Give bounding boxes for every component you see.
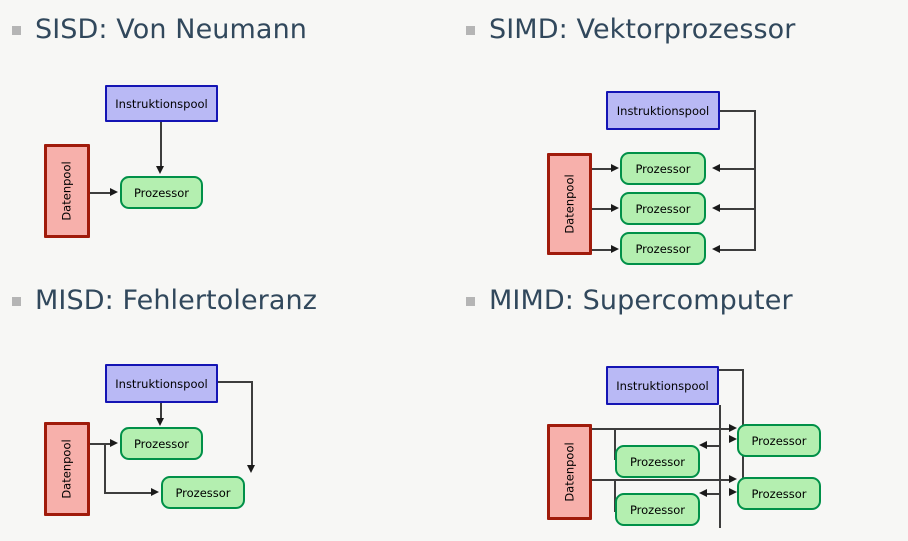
heading-mimd-label: MIMD: Supercomputer	[489, 285, 793, 316]
arrowhead-instr-to-right-proc-2	[729, 488, 737, 496]
quadrant-misd: MISD: Fehlertoleranz Instruktionspool Da…	[0, 271, 454, 541]
processor-label: Prozessor	[635, 241, 691, 256]
quadrant-mimd: MIMD: Supercomputer	[454, 271, 908, 541]
connector-instr-to-proc-3	[720, 249, 756, 251]
connector-instr-to-proc-1	[720, 168, 756, 170]
connector-instr-to-left-proc-2	[706, 493, 720, 495]
instruction-pool-box[interactable]: Instruktionspool	[105, 364, 218, 403]
connector-instr-to-proc-1	[160, 403, 162, 419]
arrowhead-instr-to-proc-2	[247, 465, 255, 473]
connector-instr-bus-top	[720, 110, 756, 112]
heading-sisd: SISD: Von Neumann	[12, 16, 307, 43]
quadrant-simd: SIMD: Vektorprozessor Instruktionspool	[454, 0, 908, 270]
instruction-pool-box[interactable]: Instruktionspool	[105, 85, 218, 122]
arrowhead-instr-to-proc-1	[712, 164, 720, 172]
bullet-square-icon	[466, 26, 475, 35]
arrowhead-data-to-proc-1	[611, 164, 619, 172]
heading-misd-label: MISD: Fehlertoleranz	[35, 285, 318, 316]
quadrant-sisd: SISD: Von Neumann Instruktionspool Daten…	[0, 0, 454, 270]
instruction-pool-label: Instruktionspool	[115, 376, 208, 391]
processor-label: Prozessor	[635, 161, 691, 176]
instruction-pool-label: Instruktionspool	[115, 96, 208, 111]
instruction-pool-box[interactable]: Instruktionspool	[606, 366, 719, 405]
connector-instr-to-proc-2	[720, 208, 756, 210]
connector-data-branch-bottom	[614, 479, 616, 511]
connector-instr-to-left-proc-1	[706, 445, 720, 447]
connector-data-to-proc	[90, 192, 112, 194]
diagram-simd: Instruktionspool Datenpool Prozessor Pro…	[454, 0, 908, 270]
processor-box-1[interactable]: Prozessor	[120, 427, 203, 460]
processor-label: Prozessor	[629, 454, 686, 469]
connector-data-bus-bottom	[592, 479, 730, 481]
connector-data-bus-top	[592, 428, 730, 430]
arrowhead-instr-to-right-proc-1	[729, 435, 737, 443]
diagram-mimd: Instruktionspool Datenpool Prozessor Pro…	[454, 271, 908, 541]
heading-mimd: MIMD: Supercomputer	[466, 287, 793, 314]
arrowhead-data-to-proc-2	[611, 204, 619, 212]
heading-misd: MISD: Fehlertoleranz	[12, 287, 317, 314]
processor-label: Prozessor	[133, 436, 190, 451]
processor-box-left-2[interactable]: Prozessor	[615, 493, 700, 526]
connector-instr-to-proc	[160, 122, 162, 168]
diagram-misd: Instruktionspool Datenpool Prozessor Pro…	[0, 271, 454, 541]
processor-label: Prozessor	[635, 201, 691, 216]
data-pool-box[interactable]: Datenpool	[547, 153, 592, 255]
bullet-square-icon	[466, 297, 475, 306]
arrowhead-data-to-proc-2	[151, 488, 159, 496]
processor-label: Prozessor	[133, 185, 190, 200]
diagram-sisd: Instruktionspool Datenpool Prozessor	[0, 0, 454, 270]
heading-simd-label: SIMD: Vektorprozessor	[489, 14, 796, 45]
processor-box-2[interactable]: Prozessor	[620, 192, 706, 225]
arrowhead-data-to-proc-1	[110, 439, 118, 447]
connector-instr-bus-vertical	[754, 110, 756, 250]
connector-data-branch-top	[614, 428, 616, 459]
connector-data-to-proc-1	[591, 168, 613, 170]
connector-data-to-proc-2	[591, 208, 613, 210]
arrowhead-instr-to-proc-2	[712, 204, 720, 212]
data-pool-box[interactable]: Datenpool	[44, 144, 90, 238]
processor-box-3[interactable]: Prozessor	[620, 232, 706, 265]
arrowhead-data-to-right-proc-2	[729, 475, 737, 483]
connector-data-to-proc-2	[104, 492, 153, 494]
data-pool-box[interactable]: Datenpool	[44, 422, 90, 516]
heading-simd: SIMD: Vektorprozessor	[466, 16, 796, 43]
arrowhead-data-to-right-proc-1	[729, 424, 737, 432]
processor-box-right-2[interactable]: Prozessor	[737, 477, 821, 510]
connector-instr-bus-a-top	[719, 369, 743, 371]
arrowhead-instr-to-proc-3	[712, 245, 720, 253]
arrowhead-data-to-proc	[110, 188, 118, 196]
arrowhead-instr-to-proc-1	[156, 418, 164, 426]
processor-label: Prozessor	[751, 433, 807, 448]
heading-sisd-label: SISD: Von Neumann	[35, 14, 307, 45]
connector-data-to-proc-3	[591, 249, 613, 251]
arrowhead-instr-to-proc	[156, 166, 164, 174]
connector-instr-bus-b-vertical	[719, 405, 721, 528]
data-pool-label: Datenpool	[562, 442, 577, 502]
processor-box-left-1[interactable]: Prozessor	[615, 445, 700, 478]
processor-label: Prozessor	[751, 486, 807, 501]
data-pool-label: Datenpool	[562, 174, 577, 234]
instruction-pool-box[interactable]: Instruktionspool	[606, 91, 720, 130]
arrowhead-data-to-proc-3	[611, 245, 619, 253]
processor-box-2[interactable]: Prozessor	[161, 476, 245, 509]
arrowhead-instr-to-left-proc-2	[699, 489, 707, 497]
processor-box-right-1[interactable]: Prozessor	[737, 424, 821, 457]
connector-instr-to-proc-2	[251, 381, 253, 466]
bullet-square-icon	[12, 26, 21, 35]
connector-data-branch-vertical	[104, 443, 106, 493]
connector-data-to-proc-1	[90, 443, 112, 445]
arrowhead-instr-to-left-proc-1	[699, 441, 707, 449]
connector-instr-bus-top	[218, 381, 252, 383]
data-pool-box[interactable]: Datenpool	[547, 424, 592, 520]
data-pool-label: Datenpool	[60, 439, 74, 499]
data-pool-label: Datenpool	[60, 161, 74, 221]
processor-label: Prozessor	[629, 502, 686, 517]
processor-box-1[interactable]: Prozessor	[620, 152, 706, 185]
processor-box-1[interactable]: Prozessor	[120, 176, 203, 209]
instruction-pool-label: Instruktionspool	[616, 103, 710, 118]
processor-label: Prozessor	[175, 485, 231, 500]
bullet-square-icon	[12, 297, 21, 306]
instruction-pool-label: Instruktionspool	[616, 378, 709, 393]
